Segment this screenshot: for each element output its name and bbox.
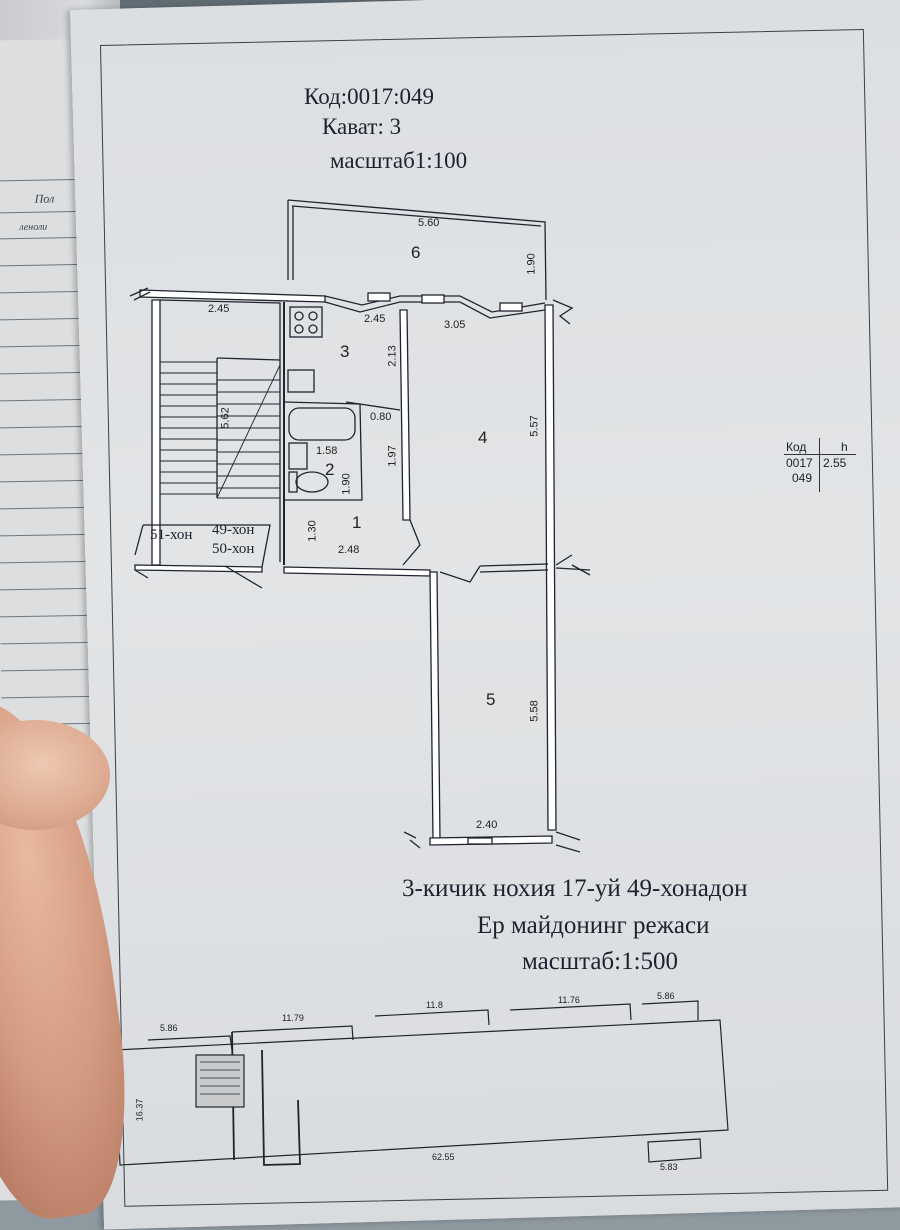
washbasin-icon — [288, 442, 308, 470]
site-address: 3-кичик нохия 17-уй 49-хонадон — [402, 875, 748, 902]
dim-stair-length: 5.62 — [219, 407, 232, 429]
dim-stair-width: 2.45 — [208, 303, 230, 315]
dim-bath-width: 1.58 — [316, 445, 338, 457]
dim-bath-gap: 0.80 — [370, 411, 392, 423]
site-dim: 11.76 — [558, 995, 580, 1005]
site-plan-drawing — [114, 1000, 729, 1166]
plan-scale: масштаб1:100 — [330, 148, 468, 173]
toilet-icon — [295, 471, 329, 493]
plan-code: Код:0017:049 — [304, 84, 435, 109]
dim-hall-length: 1.97 — [386, 445, 399, 467]
room-2-label: 2 — [325, 460, 335, 479]
site-dim: 5.86 — [657, 991, 675, 1001]
room-1-label: 1 — [352, 513, 362, 532]
room-5-label: 5 — [486, 690, 496, 709]
room-6-label: 6 — [411, 243, 421, 262]
site-dim: 5.83 — [660, 1162, 678, 1172]
window — [467, 837, 493, 845]
window — [421, 294, 445, 304]
partition-wall — [399, 309, 411, 521]
site-dim: 11.8 — [426, 1000, 443, 1010]
apartment-51-label: 51-хон — [150, 527, 193, 543]
table-rule — [784, 454, 856, 455]
table-head-code: Код — [786, 440, 807, 454]
dim-room4-length: 5.57 — [528, 415, 541, 437]
window — [367, 292, 391, 302]
site-dim: 62.55 — [432, 1152, 455, 1162]
site-plan-scale: масштаб:1:500 — [522, 948, 679, 975]
apartment-49-label: 49-хон — [212, 522, 255, 538]
apartment-50-label: 50-хон — [212, 541, 255, 557]
plan-floor: Кават: 3 — [322, 114, 402, 139]
stove-icon — [289, 306, 323, 338]
dim-entry-width: 2.48 — [338, 544, 360, 556]
room-4-label: 4 — [478, 428, 488, 447]
dim-room4-top: 3.05 — [444, 319, 466, 331]
dim-kitchen-width: 2.45 — [364, 313, 386, 325]
dim-room5-length: 5.58 — [528, 700, 541, 722]
balcony-outline — [287, 199, 547, 301]
window — [499, 302, 523, 312]
table-height-value: 2.55 — [823, 456, 847, 470]
table-head-h: h — [841, 440, 848, 454]
site-plan-title: Ер майдонинг режаси — [477, 912, 710, 939]
stair-steps — [160, 361, 281, 499]
room5-left-wall — [429, 571, 441, 841]
dim-kitchen-depth: 2.13 — [386, 345, 399, 367]
bottom-wall-left — [134, 564, 263, 573]
sink-icon — [287, 369, 315, 393]
dim-balcony-depth: 1.90 — [525, 253, 538, 275]
room-3-label: 3 — [340, 342, 350, 361]
site-dim: 11.79 — [282, 1013, 304, 1023]
floor-plan-drawing — [114, 199, 729, 1166]
site-dim: 5.86 — [160, 1023, 178, 1033]
table-divider — [819, 438, 820, 492]
dim-entry-depth: 1.30 — [306, 520, 319, 542]
table-code-line1: 0017 — [786, 456, 813, 470]
dim-room5-width: 2.40 — [476, 819, 498, 831]
dim-balcony-width: 5.60 — [418, 217, 440, 229]
dim-wc-length: 1.90 — [340, 473, 353, 495]
table-code-line2: 049 — [792, 471, 813, 485]
site-dim: 16.37 — [134, 1098, 145, 1122]
right-wall — [544, 304, 557, 831]
bathtub-icon — [288, 407, 356, 441]
